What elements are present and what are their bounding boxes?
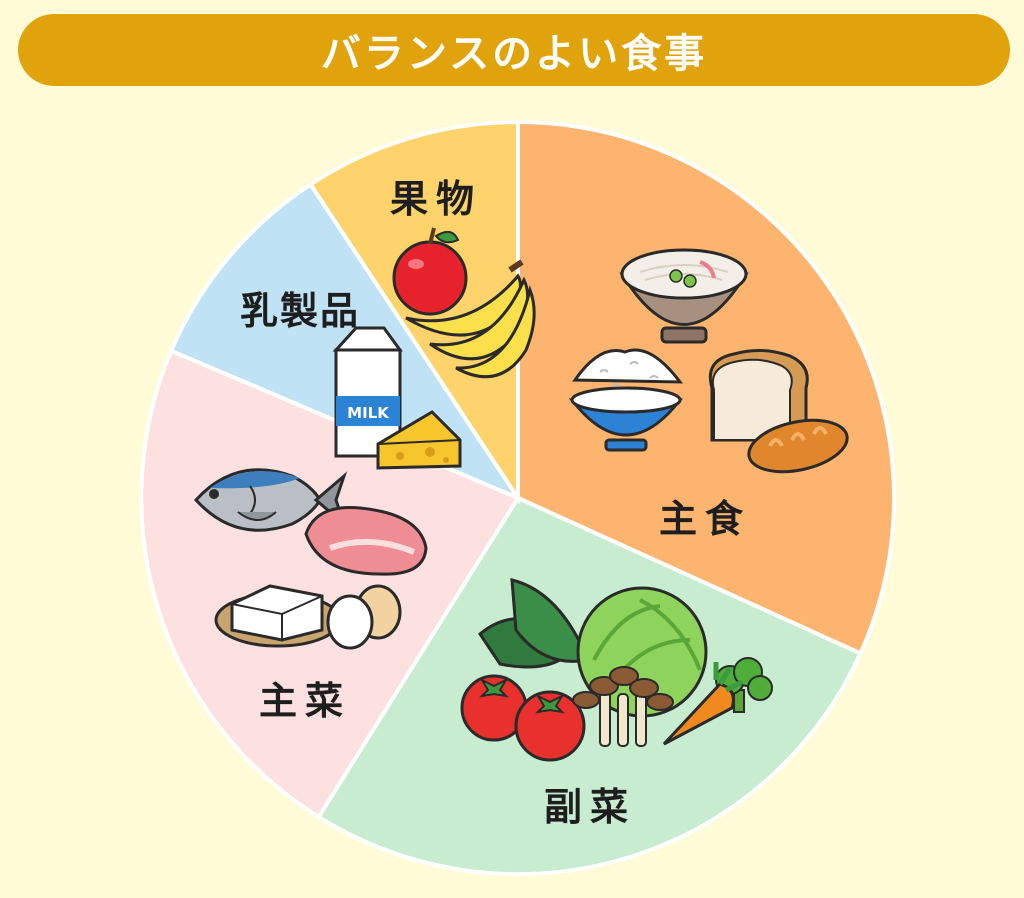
noodle-bowl-icon [619, 248, 749, 344]
banana-icon [405, 259, 536, 379]
rice-bowl-icon [568, 348, 684, 452]
label-fukusai: 副菜 [544, 785, 636, 829]
label-kudamono: 果物 [390, 177, 482, 221]
carrot-icon [662, 662, 744, 746]
bread-roll-icon [747, 418, 849, 474]
title-bar: バランスのよい食事 [18, 14, 1010, 86]
tomato-icon [460, 674, 586, 762]
mushrooms-icon [572, 666, 674, 747]
page-title: バランスのよい食事 [320, 31, 708, 77]
apple-icon [392, 227, 468, 316]
greens-icon [478, 578, 591, 669]
milk-carton-icon: MILK [332, 326, 403, 458]
segment-shushoku [516, 119, 897, 657]
label-nyuseihin: 乳製品 [240, 289, 360, 333]
cheese-icon [376, 410, 462, 470]
label-shushoku: 主食 [659, 497, 751, 541]
milk-text: MILK [347, 404, 390, 422]
tofu-icon [214, 584, 342, 648]
egg-icon [326, 584, 402, 650]
label-shusai: 主菜 [259, 679, 351, 723]
bread-icon [708, 349, 809, 442]
fish-icon [193, 468, 348, 532]
meat-icon [304, 506, 428, 576]
